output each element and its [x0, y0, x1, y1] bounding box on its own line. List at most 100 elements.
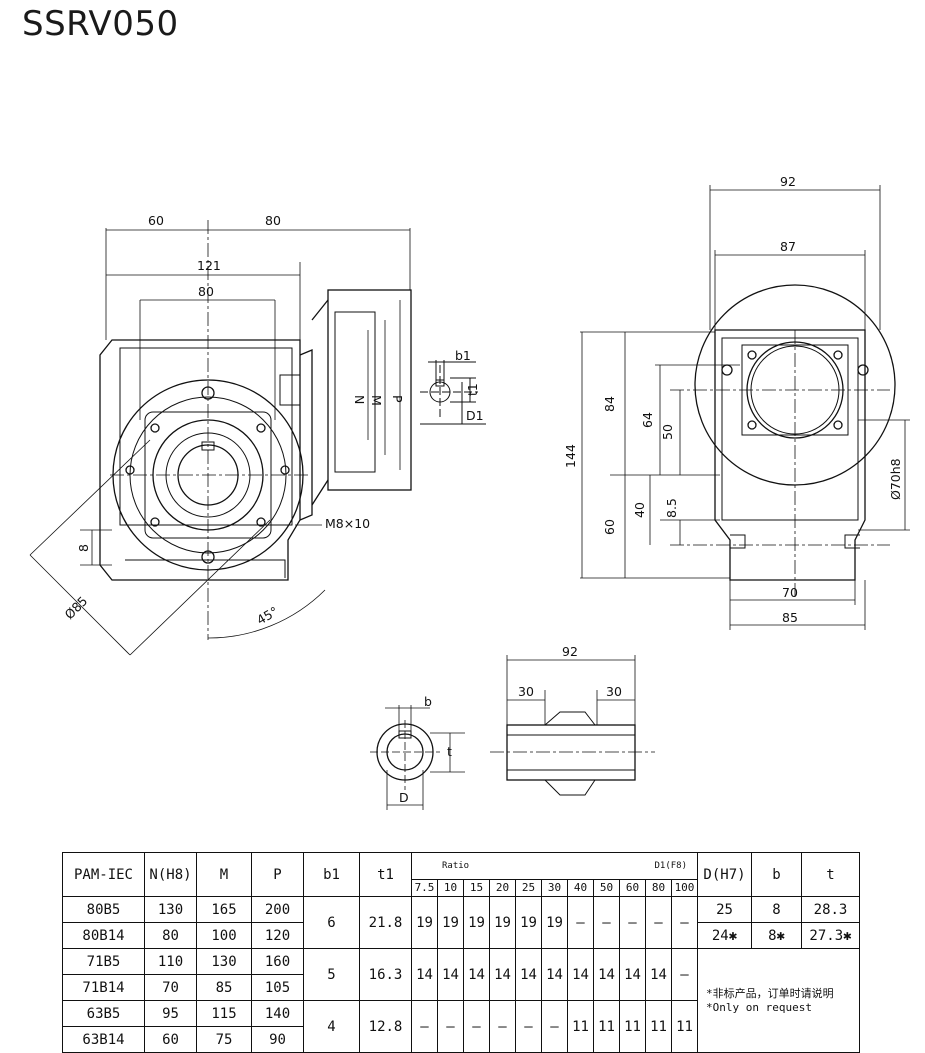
- cell-d1: —: [463, 1000, 490, 1053]
- header-b: b: [751, 852, 802, 897]
- cell-d1: —: [645, 896, 672, 949]
- cell-d1: 19: [515, 896, 542, 949]
- cell-d1: 11: [619, 1000, 646, 1053]
- spec-table: PAM-IEC N(H8) M P b1 t1 Ratio D1(F8) D(H…: [62, 852, 860, 1053]
- technical-drawing: 60 80 121 80 8 Ø85 45° M8×10 N M P b1 t1…: [29, 174, 910, 810]
- cell-d1: —: [541, 1000, 568, 1053]
- header-t: t: [801, 852, 860, 897]
- cell-p: 90: [251, 1026, 304, 1053]
- key-label-b1: b1: [455, 348, 471, 363]
- cell-t1: 16.3: [359, 948, 412, 1001]
- dim-b-shaft: b: [424, 694, 432, 709]
- cell-d1: 14: [437, 948, 464, 1001]
- dim-84: 84: [602, 396, 617, 412]
- dim-40: 40: [632, 502, 647, 518]
- cell-d1: 19: [437, 896, 464, 949]
- cell-t1: 12.8: [359, 1000, 412, 1053]
- cell-pam: 80B5: [62, 896, 145, 923]
- table-note: *非标产品，订单时请说明 *Only on request: [697, 948, 860, 1053]
- dim-t-shaft: t: [447, 744, 452, 759]
- dim-92-shaft: 92: [562, 644, 578, 659]
- cell-d1: —: [567, 896, 594, 949]
- table-row: 80B5 130 165 200 6 21.8 19 19 19 19 19 1…: [62, 896, 860, 949]
- cell-output-d: 25: [697, 896, 752, 923]
- cell-n: 60: [144, 1026, 197, 1053]
- cell-t1: 21.8: [359, 896, 412, 949]
- cell-pam: 71B14: [62, 974, 145, 1001]
- dim-30-right: 30: [606, 684, 622, 699]
- flange-label-m: M: [369, 395, 384, 406]
- cell-m: 75: [196, 1026, 252, 1053]
- cell-pam: 80B14: [62, 922, 145, 949]
- cell-d1: 19: [541, 896, 568, 949]
- cell-n: 80: [144, 922, 197, 949]
- header-pam-iec: PAM-IEC: [62, 852, 145, 897]
- flange-label-p: P: [390, 395, 405, 403]
- flange-label-n: N: [352, 395, 367, 404]
- header-d1: D1(F8): [654, 861, 687, 871]
- cell-b1: 4: [303, 1000, 360, 1053]
- table-row: 63B14 60 75 90: [62, 1026, 860, 1053]
- cell-pam: 71B5: [62, 948, 145, 975]
- dim-70: 70: [782, 585, 798, 600]
- cell-p: 140: [251, 1000, 304, 1027]
- cell-d1: 14: [463, 948, 490, 1001]
- dim-64: 64: [640, 412, 655, 428]
- ratio-cell: 7.5: [411, 879, 438, 897]
- dim-87: 87: [780, 239, 796, 254]
- ratio-cell: 20: [489, 879, 516, 897]
- cell-d1: 19: [411, 896, 438, 949]
- ratio-cell: 100: [671, 879, 698, 897]
- dim-60-side: 60: [602, 519, 617, 535]
- cell-d1: —: [671, 896, 698, 949]
- cell-output-d: 24✱: [697, 922, 752, 949]
- cell-p: 160: [251, 948, 304, 975]
- cell-d1: —: [619, 896, 646, 949]
- cell-d1: 11: [593, 1000, 620, 1053]
- cell-output-b: 8: [751, 896, 802, 923]
- cell-n: 95: [144, 1000, 197, 1027]
- dim-121: 121: [197, 258, 221, 273]
- header-b1: b1: [303, 852, 360, 897]
- cell-d1: —: [411, 1000, 438, 1053]
- cell-d1: —: [593, 896, 620, 949]
- ratio-cell: 80: [645, 879, 672, 897]
- side-view: [580, 185, 910, 630]
- cell-d1: 19: [489, 896, 516, 949]
- ratio-cell: 10: [437, 879, 464, 897]
- cell-d1: 14: [645, 948, 672, 1001]
- ratio-cell: 25: [515, 879, 542, 897]
- cell-d1: —: [437, 1000, 464, 1053]
- cell-output-t: 27.3✱: [801, 922, 860, 949]
- header-ratio-group: Ratio D1(F8): [411, 852, 698, 880]
- page-title: SSRV050: [22, 4, 179, 44]
- dim-80-top: 80: [265, 213, 281, 228]
- ratio-cell: 15: [463, 879, 490, 897]
- cell-d1: 14: [489, 948, 516, 1001]
- cell-d1: 11: [671, 1000, 698, 1053]
- cell-m: 100: [196, 922, 252, 949]
- cell-m: 165: [196, 896, 252, 923]
- cell-p: 105: [251, 974, 304, 1001]
- table-header-row: PAM-IEC N(H8) M P b1 t1 Ratio D1(F8) D(H…: [62, 852, 860, 897]
- cell-d1: 14: [541, 948, 568, 1001]
- dim-92-side: 92: [780, 174, 796, 189]
- dim-144: 144: [563, 444, 578, 468]
- cell-pam: 63B14: [62, 1026, 145, 1053]
- cell-output-t: 28.3: [801, 896, 860, 923]
- dim-thread-m8: M8×10: [325, 516, 370, 531]
- cell-n: 110: [144, 948, 197, 975]
- cell-d1: 11: [567, 1000, 594, 1053]
- shaft-view: [370, 655, 655, 810]
- header-p: P: [251, 852, 304, 897]
- note-en: *Only on request: [706, 1000, 812, 1014]
- cell-m: 85: [196, 974, 252, 1001]
- dim-diameter-70h8: Ø70h8: [888, 458, 903, 500]
- cell-n: 70: [144, 974, 197, 1001]
- ratio-cell: 50: [593, 879, 620, 897]
- table-row: 71B5 110 130 160 5 16.3 14 14 14 14 14 1…: [62, 948, 860, 1053]
- dim-8: 8: [76, 544, 91, 552]
- dim-50: 50: [660, 424, 675, 440]
- dim-angle-45: 45°: [254, 604, 281, 628]
- cell-n: 130: [144, 896, 197, 923]
